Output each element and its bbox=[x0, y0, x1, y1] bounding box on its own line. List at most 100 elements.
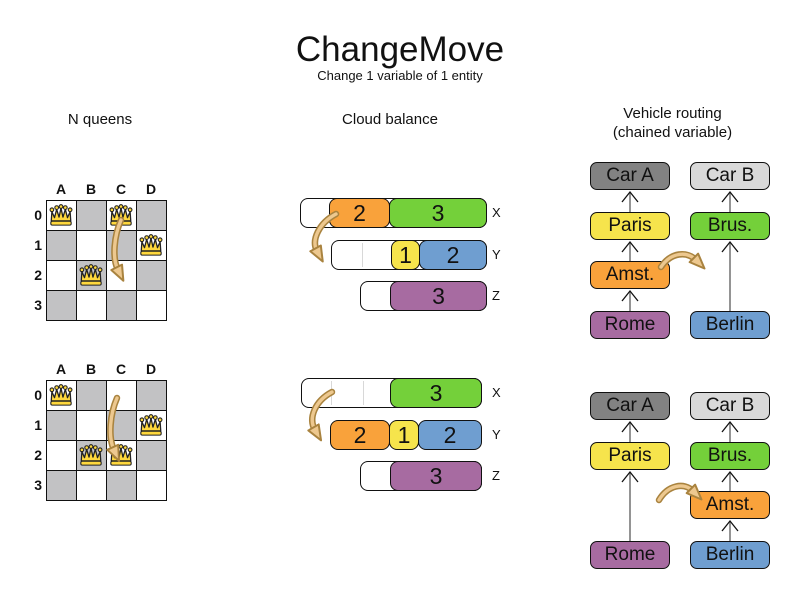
board-cell bbox=[137, 291, 166, 320]
process-value: 2 bbox=[443, 421, 457, 448]
visit-box-amsterdam: Amst. bbox=[690, 491, 770, 519]
board-row-label: 1 bbox=[34, 417, 42, 433]
board-cell bbox=[77, 231, 106, 260]
board-cell bbox=[137, 471, 166, 500]
board-col-label: B bbox=[85, 361, 97, 377]
process-value: 3 bbox=[432, 282, 445, 309]
computer-label-x: X bbox=[492, 205, 501, 220]
visit-box-label: Paris bbox=[608, 215, 652, 236]
queen-icon bbox=[109, 444, 133, 466]
bar-divider bbox=[362, 243, 363, 267]
process-segment-purple: 3 bbox=[390, 281, 487, 311]
process-segment-purple: 3 bbox=[390, 461, 482, 491]
process-segment-yellow: 1 bbox=[391, 240, 420, 270]
visit-box-label: Brus. bbox=[707, 215, 753, 236]
process-segment-green: 3 bbox=[389, 198, 487, 228]
chess-board-after bbox=[46, 380, 167, 501]
visit-box-amsterdam: Amst. bbox=[590, 261, 670, 289]
board-cell bbox=[47, 441, 76, 470]
board-row-label: 2 bbox=[34, 447, 42, 463]
board-col-label: D bbox=[145, 181, 157, 197]
board-cell bbox=[47, 291, 76, 320]
chain-line bbox=[629, 192, 731, 541]
visit-box-brussels: Brus. bbox=[690, 212, 770, 240]
visit-box-label: Brus. bbox=[707, 445, 753, 466]
process-value: 3 bbox=[431, 199, 445, 226]
process-segment-blue: 2 bbox=[418, 420, 482, 450]
section-title-nqueens: N queens bbox=[67, 111, 133, 128]
board-col-label: C bbox=[115, 181, 127, 197]
vehicle-box-car-b: Car B bbox=[690, 162, 770, 190]
queen-icon bbox=[79, 264, 103, 286]
board-row-label: 3 bbox=[34, 477, 42, 493]
process-segment-orange: 2 bbox=[329, 198, 390, 228]
computer-label-y: Y bbox=[492, 247, 501, 262]
vehicle-box-label: Car A bbox=[606, 395, 654, 416]
board-cell bbox=[47, 411, 76, 440]
visit-box-label: Berlin bbox=[705, 544, 755, 565]
visit-box-paris: Paris bbox=[590, 212, 670, 240]
section-title-vehicle: Vehicle routing (chained variable) bbox=[580, 104, 765, 142]
board-cell bbox=[137, 381, 166, 410]
vehicle-move-arrow bbox=[655, 482, 703, 504]
vehicle-title-line2: (chained variable) bbox=[612, 124, 733, 141]
process-segment-orange: 2 bbox=[330, 420, 390, 450]
visit-box-rome: Rome bbox=[590, 311, 670, 339]
board-cell bbox=[47, 261, 76, 290]
board-cell bbox=[107, 471, 136, 500]
board-row-label: 0 bbox=[34, 387, 42, 403]
board-col-label: D bbox=[145, 361, 157, 377]
process-value: 1 bbox=[397, 421, 411, 448]
process-segment-green: 3 bbox=[390, 378, 482, 408]
board-cell bbox=[137, 261, 166, 290]
computer-label-z: Z bbox=[492, 288, 500, 303]
vehicle-box-car-a: Car A bbox=[590, 392, 670, 420]
visit-box-label: Rome bbox=[604, 544, 656, 565]
page-title: ChangeMove bbox=[295, 30, 505, 69]
visit-box-label: Amst. bbox=[705, 494, 755, 515]
bar-divider bbox=[331, 381, 332, 405]
board-col-label: A bbox=[55, 361, 67, 377]
queen-icon bbox=[109, 204, 133, 226]
board-cell bbox=[107, 411, 136, 440]
queen-icon bbox=[79, 444, 103, 466]
board-col-label: A bbox=[55, 181, 67, 197]
process-value: 1 bbox=[399, 241, 412, 268]
visit-box-rome: Rome bbox=[590, 541, 670, 569]
board-cell bbox=[137, 201, 166, 230]
board-cell bbox=[77, 381, 106, 410]
computer-label-x: X bbox=[492, 385, 501, 400]
queen-icon bbox=[139, 414, 163, 436]
board-row-label: 2 bbox=[34, 267, 42, 283]
queen-icon bbox=[49, 384, 73, 406]
board-cell bbox=[107, 231, 136, 260]
vehicle-title-line1: Vehicle routing bbox=[623, 105, 722, 122]
visit-box-berlin: Berlin bbox=[690, 311, 770, 339]
board-col-label: B bbox=[85, 181, 97, 197]
board-row-label: 3 bbox=[34, 297, 42, 313]
process-value: 2 bbox=[353, 421, 367, 448]
computer-label-z: Z bbox=[492, 468, 500, 483]
board-cell bbox=[77, 201, 106, 230]
board-cell bbox=[77, 471, 106, 500]
visit-box-label: Rome bbox=[604, 314, 656, 335]
chess-board-before bbox=[46, 200, 167, 321]
vehicle-box-car-a: Car A bbox=[590, 162, 670, 190]
board-cell bbox=[77, 411, 106, 440]
process-segment-blue: 2 bbox=[419, 240, 487, 270]
process-segment-yellow: 1 bbox=[389, 420, 419, 450]
board-cell bbox=[47, 231, 76, 260]
queen-icon bbox=[49, 204, 73, 226]
queen-icon bbox=[139, 234, 163, 256]
vehicle-box-label: Car B bbox=[705, 165, 755, 186]
board-cell bbox=[107, 291, 136, 320]
board-cell bbox=[77, 291, 106, 320]
page-subtitle: Change 1 variable of 1 entity bbox=[317, 68, 483, 83]
process-value: 2 bbox=[353, 199, 366, 226]
board-cell bbox=[107, 261, 136, 290]
visit-box-berlin: Berlin bbox=[690, 541, 770, 569]
board-row-label: 0 bbox=[34, 207, 42, 223]
visit-box-brussels: Brus. bbox=[690, 442, 770, 470]
board-col-label: C bbox=[115, 361, 127, 377]
